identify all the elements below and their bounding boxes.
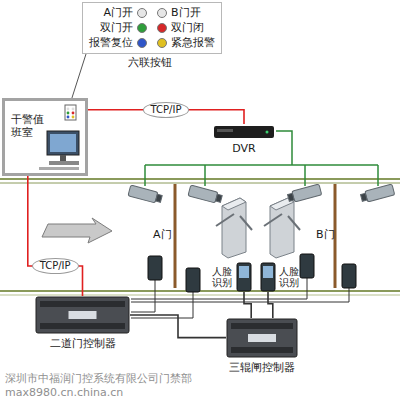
edge-label: TCP/IP (32, 258, 79, 274)
dvr-device: DVR (213, 124, 275, 155)
watermark: max8980.cn.china.cn (5, 386, 123, 399)
node-label: 人脸识别 (279, 266, 300, 289)
legend-entry: 报警复位 (89, 36, 147, 49)
floor-arrow (42, 218, 112, 243)
turnstile (216, 198, 300, 258)
node-label: 二道门控制器 (35, 337, 130, 350)
camera (128, 184, 395, 204)
legend-text: 紧急报警 (171, 36, 215, 49)
legend-text: 双门闭 (171, 21, 204, 34)
legend-entry: A门开 (89, 6, 147, 19)
legend-swatch (157, 8, 167, 18)
video-cable (145, 131, 378, 186)
legend-entry: 双门闭 (157, 21, 215, 34)
node-label: 三辊闸控制器 (226, 361, 298, 374)
card-reader (148, 254, 356, 292)
leader-line (70, 54, 86, 104)
legend-swatch (157, 38, 167, 48)
legend-entry: 紧急报警 (157, 36, 215, 49)
button-legend: A门开 B门开双门开 双门闭报警复位 紧急报警 (82, 2, 222, 54)
device-icon (226, 318, 298, 358)
node-label: 干警值班室 (5, 101, 45, 139)
duty-room: 干警值班室 (2, 98, 88, 176)
corridor-wall (0, 179, 400, 295)
device-icon (260, 262, 276, 292)
part-label: A门 (153, 228, 172, 241)
device-icon (35, 296, 130, 334)
legend-text: B门开 (171, 6, 201, 19)
part-label: B门 (316, 228, 335, 241)
device-icon (213, 124, 275, 140)
legend-swatch (137, 23, 147, 33)
face-reader: 人脸识别 (212, 262, 252, 292)
control-wire (244, 292, 251, 318)
legend-swatch (157, 23, 167, 33)
legend-swatch (137, 8, 147, 18)
gate-controller: 三辊闸控制器 (226, 318, 298, 374)
legend-text: 双门开 (100, 21, 133, 34)
legend-entry: B门开 (157, 6, 215, 19)
edge-label: TCP/IP (143, 102, 190, 118)
part-label: 六联按钮 (128, 56, 172, 69)
device-icon (236, 262, 252, 292)
legend-swatch (137, 38, 147, 48)
legend-entry: 双门开 (89, 21, 147, 34)
node-label: 人脸识别 (212, 266, 233, 289)
door-controller: 二道门控制器 (35, 296, 130, 350)
network-cable (28, 176, 83, 296)
node-label: DVR (213, 142, 275, 155)
watermark: 深圳市中福润门控系统有限公司门禁部 (5, 372, 192, 385)
control-wire (268, 292, 273, 318)
control-wire (130, 315, 226, 338)
legend-text: A门开 (103, 6, 133, 19)
legend-text: 报警复位 (89, 36, 133, 49)
face-reader: 人脸识别 (260, 262, 300, 292)
